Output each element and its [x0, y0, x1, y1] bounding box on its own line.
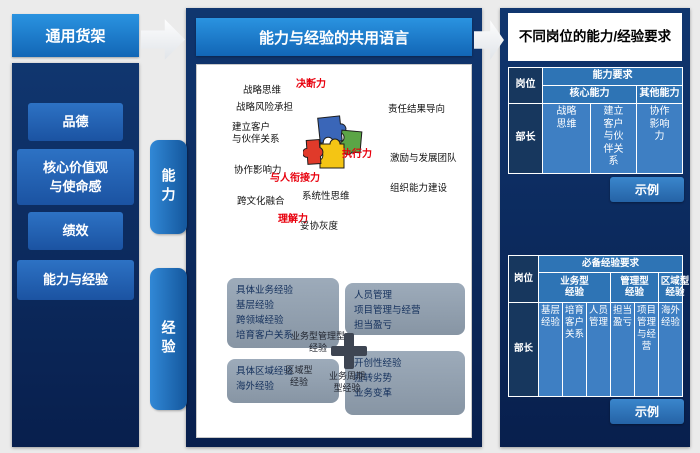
experience-table-position-cell: 部长: [508, 301, 539, 397]
ability-term: 跨文化融合: [237, 196, 285, 207]
right-panel-title: 不同岗位的能力/经验要求: [508, 13, 682, 61]
experience-box-business: 具体业务经验 基层经验 跨领域经验 培育客户关系: [227, 278, 339, 348]
ability-term: 建立客户 与伙伴关系: [232, 122, 280, 146]
experience-table-management-header: 管理型经验: [610, 271, 659, 303]
ability-table: 岗位 能力要求 核心能力 其他能力 部长 战略思维 建立客户与伙伴关系 协作影响…: [508, 67, 684, 174]
experience-table-management-cell: 担当盈亏: [610, 301, 635, 397]
ability-term: 系统性思维: [302, 191, 350, 202]
matrix-label-business-management: 业务型管理型经验: [290, 331, 345, 353]
middle-panel-title: 能力与经验的共用语言: [196, 18, 472, 56]
puzzle-icon: [303, 115, 363, 169]
ability-table-other-header: 其他能力: [635, 85, 684, 104]
ability-table-other-cell: 协作影响力: [635, 103, 684, 174]
content-canvas: 战略思维 决断力 战略风险承担 建立客户 与伙伴关系 协作影响力 与人衔接力 跨…: [196, 64, 472, 438]
ability-table-core-cell: 建立客户与伙伴关系: [590, 103, 637, 174]
ability-term-emphasis: 理解力: [278, 214, 308, 225]
ability-term: 战略思维: [243, 85, 282, 96]
ability-term: 妥协灰度: [300, 221, 339, 232]
tab-ability: 能力: [150, 140, 187, 234]
experience-table: 岗位 必备经验要求 业务型经验 管理型经验 区域型经验 部长 基层经验 培育客户…: [508, 255, 689, 397]
matrix-label-cycle: 业务周期型经验: [328, 371, 365, 393]
ability-term: 战略风险承担: [236, 102, 294, 113]
experience-table-business-header: 业务型经验: [538, 271, 611, 303]
ability-term: 协作影响力: [234, 165, 282, 176]
experience-box-regional: 具体区域经验 海外经验: [227, 359, 339, 403]
tab-experience: 经验: [150, 268, 187, 410]
matrix-label-regional: 区域型经验: [285, 365, 313, 387]
ability-term: 责任结果导向: [388, 104, 446, 115]
example-badge: 示例: [610, 177, 684, 202]
ability-term-emphasis: 执行力: [342, 149, 372, 160]
experience-table-business-cell: 培育客户关系: [562, 301, 587, 397]
ability-table-core-cell: 战略思维: [542, 103, 591, 174]
experience-table-business-cell: 基层经验: [538, 301, 563, 397]
example-badge: 示例: [610, 399, 684, 424]
ability-table-position-cell: 部长: [508, 103, 543, 174]
ability-table-position-header: 岗位: [508, 67, 543, 104]
experience-table-regional-cell: 海外经验: [657, 301, 684, 397]
arrow-right-icon: [141, 19, 185, 60]
left-panel: 品德 核心价值观 与使命感 绩效 能力与经验: [12, 63, 139, 447]
ability-table-core-header: 核心能力: [542, 85, 637, 104]
experience-box-management: 人员管理 项目管理与经营 担当盈亏: [345, 283, 465, 335]
left-panel-item-virtue: 品德: [28, 103, 123, 141]
ability-term: 激励与发展团队: [390, 153, 457, 164]
left-panel-title: 通用货架: [12, 14, 139, 57]
right-panel: 不同岗位的能力/经验要求 岗位 能力要求 核心能力 其他能力 部长 战略思维 建…: [500, 8, 690, 447]
experience-table-regional-header: 区域型经验: [657, 271, 689, 303]
left-panel-item-ability-experience: 能力与经验: [17, 260, 134, 300]
ability-term-emphasis: 与人衔接力: [270, 173, 320, 184]
experience-table-management-cell: 项目管理与经营: [634, 301, 659, 397]
experience-table-group-header: 必备经验要求: [537, 255, 684, 273]
ability-term: 组织能力建设: [390, 183, 448, 194]
experience-table-business-cell: 人员管理: [586, 301, 611, 397]
experience-table-position-header: 岗位: [508, 255, 539, 303]
left-panel-item-core-values: 核心价值观 与使命感: [17, 149, 134, 205]
ability-table-group-header: 能力要求: [541, 67, 684, 86]
ability-term-emphasis: 决断力: [296, 79, 326, 90]
left-panel-item-performance: 绩效: [28, 212, 123, 250]
